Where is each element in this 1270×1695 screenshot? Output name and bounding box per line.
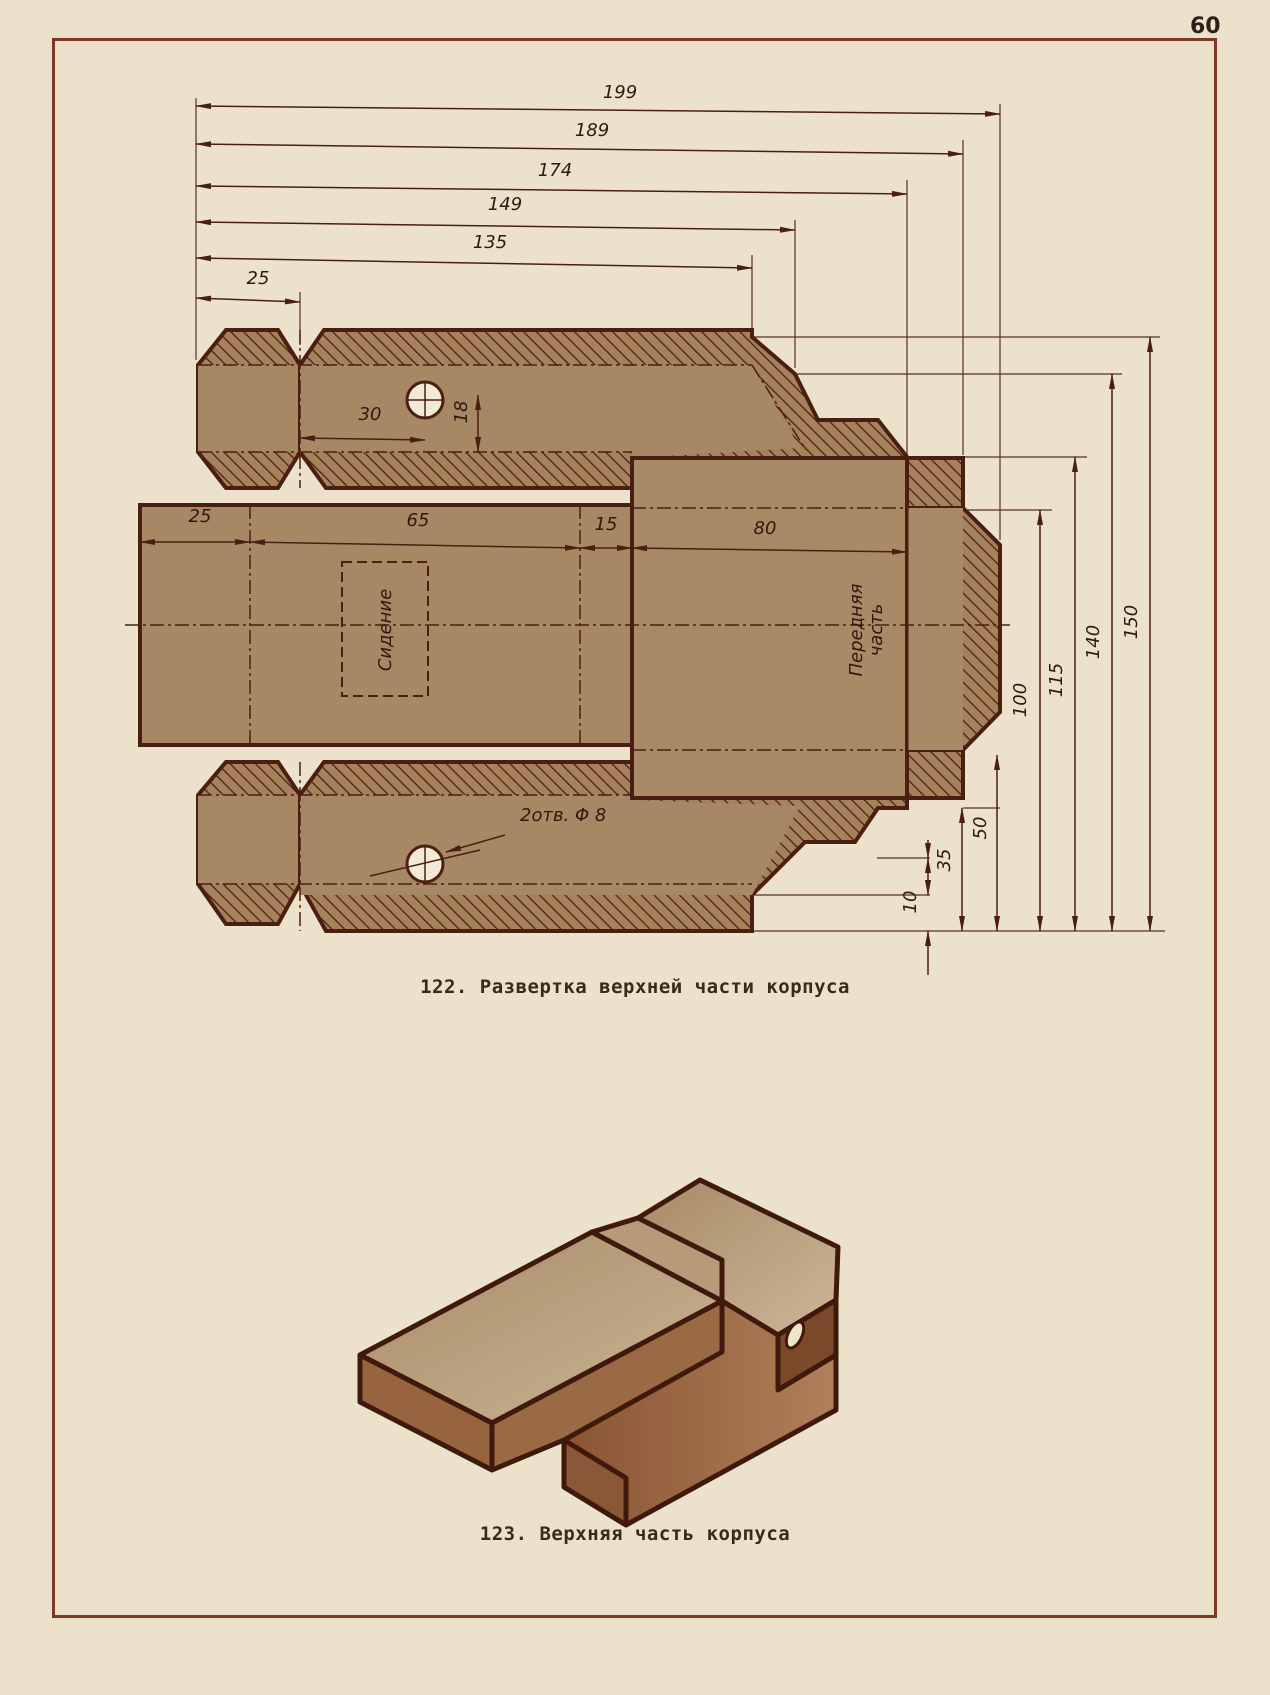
- isometric-drawing: [357, 1177, 841, 1528]
- lower-side-piece: [196, 760, 909, 933]
- seat-label: Сидение: [375, 589, 396, 671]
- dim-25-strip: 25: [189, 506, 212, 527]
- figure-123-caption: 123. Верхняя часть корпуса: [479, 1523, 791, 1545]
- dim-18: 18: [451, 401, 472, 424]
- dim-189: 189: [575, 120, 609, 141]
- dim-35: 35: [934, 849, 955, 872]
- front-label-line1: Передняя: [846, 583, 867, 676]
- dim-65: 65: [407, 510, 430, 531]
- holes-label: 2отв. Φ 8: [520, 805, 606, 826]
- dim-199: 199: [603, 82, 637, 103]
- dim-140: 140: [1083, 625, 1104, 659]
- hole-lower: [369, 834, 506, 884]
- figure-122-caption: 122. Развертка верхней части корпуса: [420, 976, 850, 998]
- dim-100: 100: [1010, 683, 1031, 717]
- dim-30: 30: [359, 404, 382, 425]
- central-strip: [125, 394, 1010, 800]
- page-frame: [52, 38, 1217, 1618]
- dim-25-top: 25: [247, 268, 270, 289]
- dim-15: 15: [595, 514, 618, 535]
- development-drawing: 199 189 174 149 135 25 25 65 15 80 30 18…: [125, 82, 1165, 975]
- hole-upper: [405, 380, 445, 420]
- dim-50: 50: [970, 817, 991, 840]
- dim-115: 115: [1046, 663, 1067, 697]
- dim-150: 150: [1121, 605, 1142, 639]
- dim-149: 149: [488, 194, 522, 215]
- dim-10: 10: [900, 891, 921, 914]
- dimension-arrows-top: [195, 103, 1001, 305]
- dim-174: 174: [538, 160, 572, 181]
- page-number: 60: [1190, 14, 1221, 39]
- dim-80: 80: [754, 518, 777, 539]
- front-label-line2: часть: [866, 604, 887, 657]
- dimension-arrows-right: [925, 336, 1153, 975]
- dim-135: 135: [473, 232, 507, 253]
